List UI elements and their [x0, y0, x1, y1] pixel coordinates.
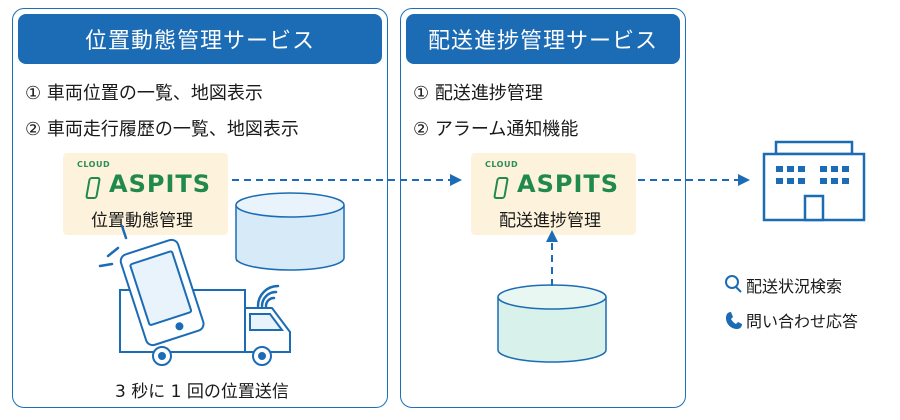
- feature-delivery-search: 配送状況検索: [746, 273, 842, 297]
- location-feature-2: ② 車両走行履歴の一覧、地図表示: [25, 119, 299, 140]
- delivery-feature-2: ② アラーム通知機能: [413, 119, 579, 140]
- location-feature-1: ① 車両位置の一覧、地図表示: [25, 83, 263, 104]
- actual-info-db-label: 実績情報: [235, 245, 300, 264]
- phone-handset-icon: [726, 312, 742, 329]
- location-management-panel: 位置動態管理サービス ① 車両位置の一覧、地図表示 ② 車両走行履歴の一覧、地図…: [12, 8, 388, 408]
- schedule-info-db-label: 予定情報: [507, 337, 572, 356]
- transmission-caption: 3 秒に 1 回の位置送信: [115, 382, 289, 402]
- feature-inquiry-response: 問い合わせ応答: [746, 308, 858, 332]
- arrowhead-right-2: [738, 174, 750, 186]
- aspits-logo: ASPITS: [109, 170, 212, 198]
- aspits-logo: ASPITS: [517, 170, 620, 198]
- location-panel-header: 位置動態管理サービス: [18, 14, 382, 64]
- delivery-panel-header: 配送進捗管理サービス: [406, 14, 680, 64]
- feature-label: 配送状況検索: [746, 277, 843, 296]
- cloud-label: CLOUD: [485, 160, 519, 169]
- aspits-subtitle: 位置動態管理: [91, 211, 193, 231]
- cloud-label: CLOUD: [77, 160, 111, 169]
- delivery-feature-1: ① 配送進捗管理: [413, 83, 543, 104]
- smartphone-logo-icon: [85, 177, 101, 199]
- aspits-location-box: CLOUD ASPITS 位置動態管理: [63, 153, 228, 235]
- feature-label: 問い合わせ応答: [746, 312, 859, 331]
- aspits-delivery-box: CLOUD ASPITS 配送進捗管理: [471, 153, 636, 235]
- smartphone-logo-icon: [493, 177, 509, 199]
- office-building-icon: [762, 140, 866, 222]
- magnifier-icon: [725, 275, 742, 293]
- delivery-progress-panel: 配送進捗管理サービス ① 配送進捗管理 ② アラーム通知機能 CLOUD ASP…: [400, 8, 686, 408]
- aspits-subtitle: 配送進捗管理: [499, 211, 601, 231]
